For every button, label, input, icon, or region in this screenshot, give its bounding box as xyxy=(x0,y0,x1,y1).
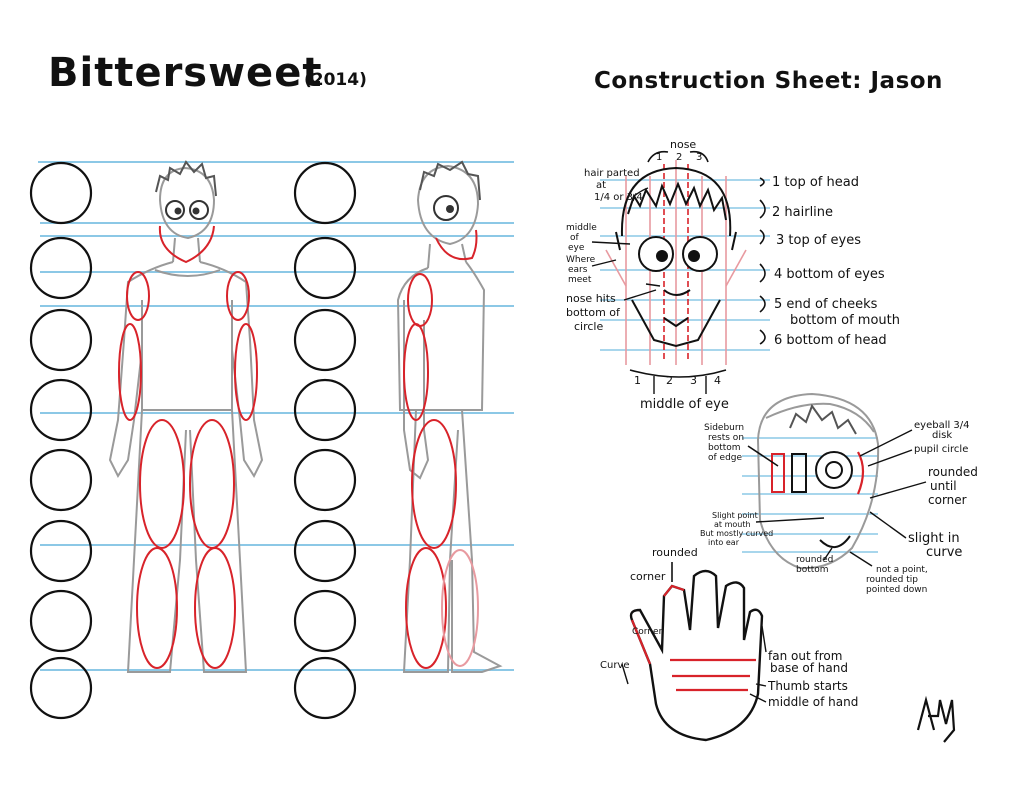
nose-number: 3 xyxy=(696,152,702,163)
curve-label: Curve xyxy=(600,660,630,671)
middle-eye-label: eye xyxy=(568,243,585,253)
pupil-label: pupil circle xyxy=(914,444,968,455)
head-circle-column-right xyxy=(293,161,357,720)
middle-eye-label: of xyxy=(570,233,580,243)
eye-division-number: 3 xyxy=(690,374,697,387)
eyeball-label: disk xyxy=(932,430,952,441)
hair-label: 1/4 or 3/4 xyxy=(594,192,643,203)
level-label: 2 hairline xyxy=(772,205,833,220)
front-figure xyxy=(108,160,264,673)
hand-diagram: rounded corner Corner Curve fan out from… xyxy=(600,546,858,742)
slight-point-label: Slight point xyxy=(712,511,758,520)
eye-division-number: 2 xyxy=(666,374,673,387)
not-point-label: pointed down xyxy=(866,585,927,595)
eye-division-number: 1 xyxy=(634,374,641,387)
eyeball-label: eyeball 3/4 xyxy=(914,420,970,431)
not-point-label: rounded tip xyxy=(866,575,918,585)
hair-label: at xyxy=(596,180,606,191)
middle-of-eye-label: middle of eye xyxy=(640,397,729,412)
head-circle-column-left xyxy=(29,161,93,720)
sideburn-label: Sideburn xyxy=(704,423,744,433)
signature xyxy=(916,695,956,743)
slight-point-label: But mostly curved xyxy=(700,529,773,538)
nose-hits-label: bottom of xyxy=(566,306,621,319)
rounded-corner-label: rounded xyxy=(652,546,698,559)
sheet-title: Construction Sheet: Jason xyxy=(594,68,943,94)
level-label: 1 top of head xyxy=(772,175,859,190)
side-figure xyxy=(396,160,503,673)
nose-hits-label: circle xyxy=(574,320,603,333)
slight-curve-label: curve xyxy=(926,545,962,560)
ears-label: meet xyxy=(568,275,592,285)
page-title: Bittersweet xyxy=(48,50,323,96)
nose-number: 1 xyxy=(656,152,662,163)
slight-curve-label: slight in xyxy=(908,531,960,546)
sideburn-label: of edge xyxy=(708,453,742,463)
front-face-diagram: nose 1 2 3 hair parted at 1/4 or 3/4 mid… xyxy=(566,138,900,412)
rounded-label: corner xyxy=(928,493,967,507)
rounded-bottom-label: rounded xyxy=(796,555,833,565)
not-point-label: not a point, xyxy=(876,565,928,575)
thumb-label: Thumb starts xyxy=(767,679,848,693)
hair-label: hair parted xyxy=(584,168,640,179)
ears-label: Where xyxy=(566,255,596,265)
nose-hits-label: nose hits xyxy=(566,292,616,305)
nose-number: 2 xyxy=(676,152,682,163)
sideburn-label: rests on xyxy=(708,433,744,443)
sideburn-label: bottom xyxy=(708,443,741,453)
fan-label: base of hand xyxy=(770,661,848,675)
middle-eye-label: middle xyxy=(566,223,597,233)
slight-point-label: at mouth xyxy=(714,520,751,529)
level-label: 3 top of eyes xyxy=(776,233,861,248)
ears-label: ears xyxy=(568,265,588,275)
fan-label: fan out from xyxy=(768,649,842,663)
corner-label: Corner xyxy=(632,627,663,637)
level-label: 4 bottom of eyes xyxy=(774,267,885,282)
year-label: (2014) xyxy=(304,70,367,90)
rounded-corner-label: corner xyxy=(630,570,666,583)
level-label: bottom of mouth xyxy=(790,313,900,328)
level-label: 6 bottom of head xyxy=(774,333,887,348)
rounded-label: until xyxy=(930,479,957,493)
rounded-bottom-label: bottom xyxy=(796,565,829,575)
level-label: 5 end of cheeks xyxy=(774,297,878,312)
slight-point-label: into ear xyxy=(708,538,740,547)
rounded-label: rounded xyxy=(928,465,978,479)
side-face-diagram: Sideburn rests on bottom of edge eyeball… xyxy=(700,392,978,595)
middle-hand-label: middle of hand xyxy=(768,695,858,709)
eye-division-number: 4 xyxy=(714,374,721,387)
nose-label: nose xyxy=(670,138,696,151)
